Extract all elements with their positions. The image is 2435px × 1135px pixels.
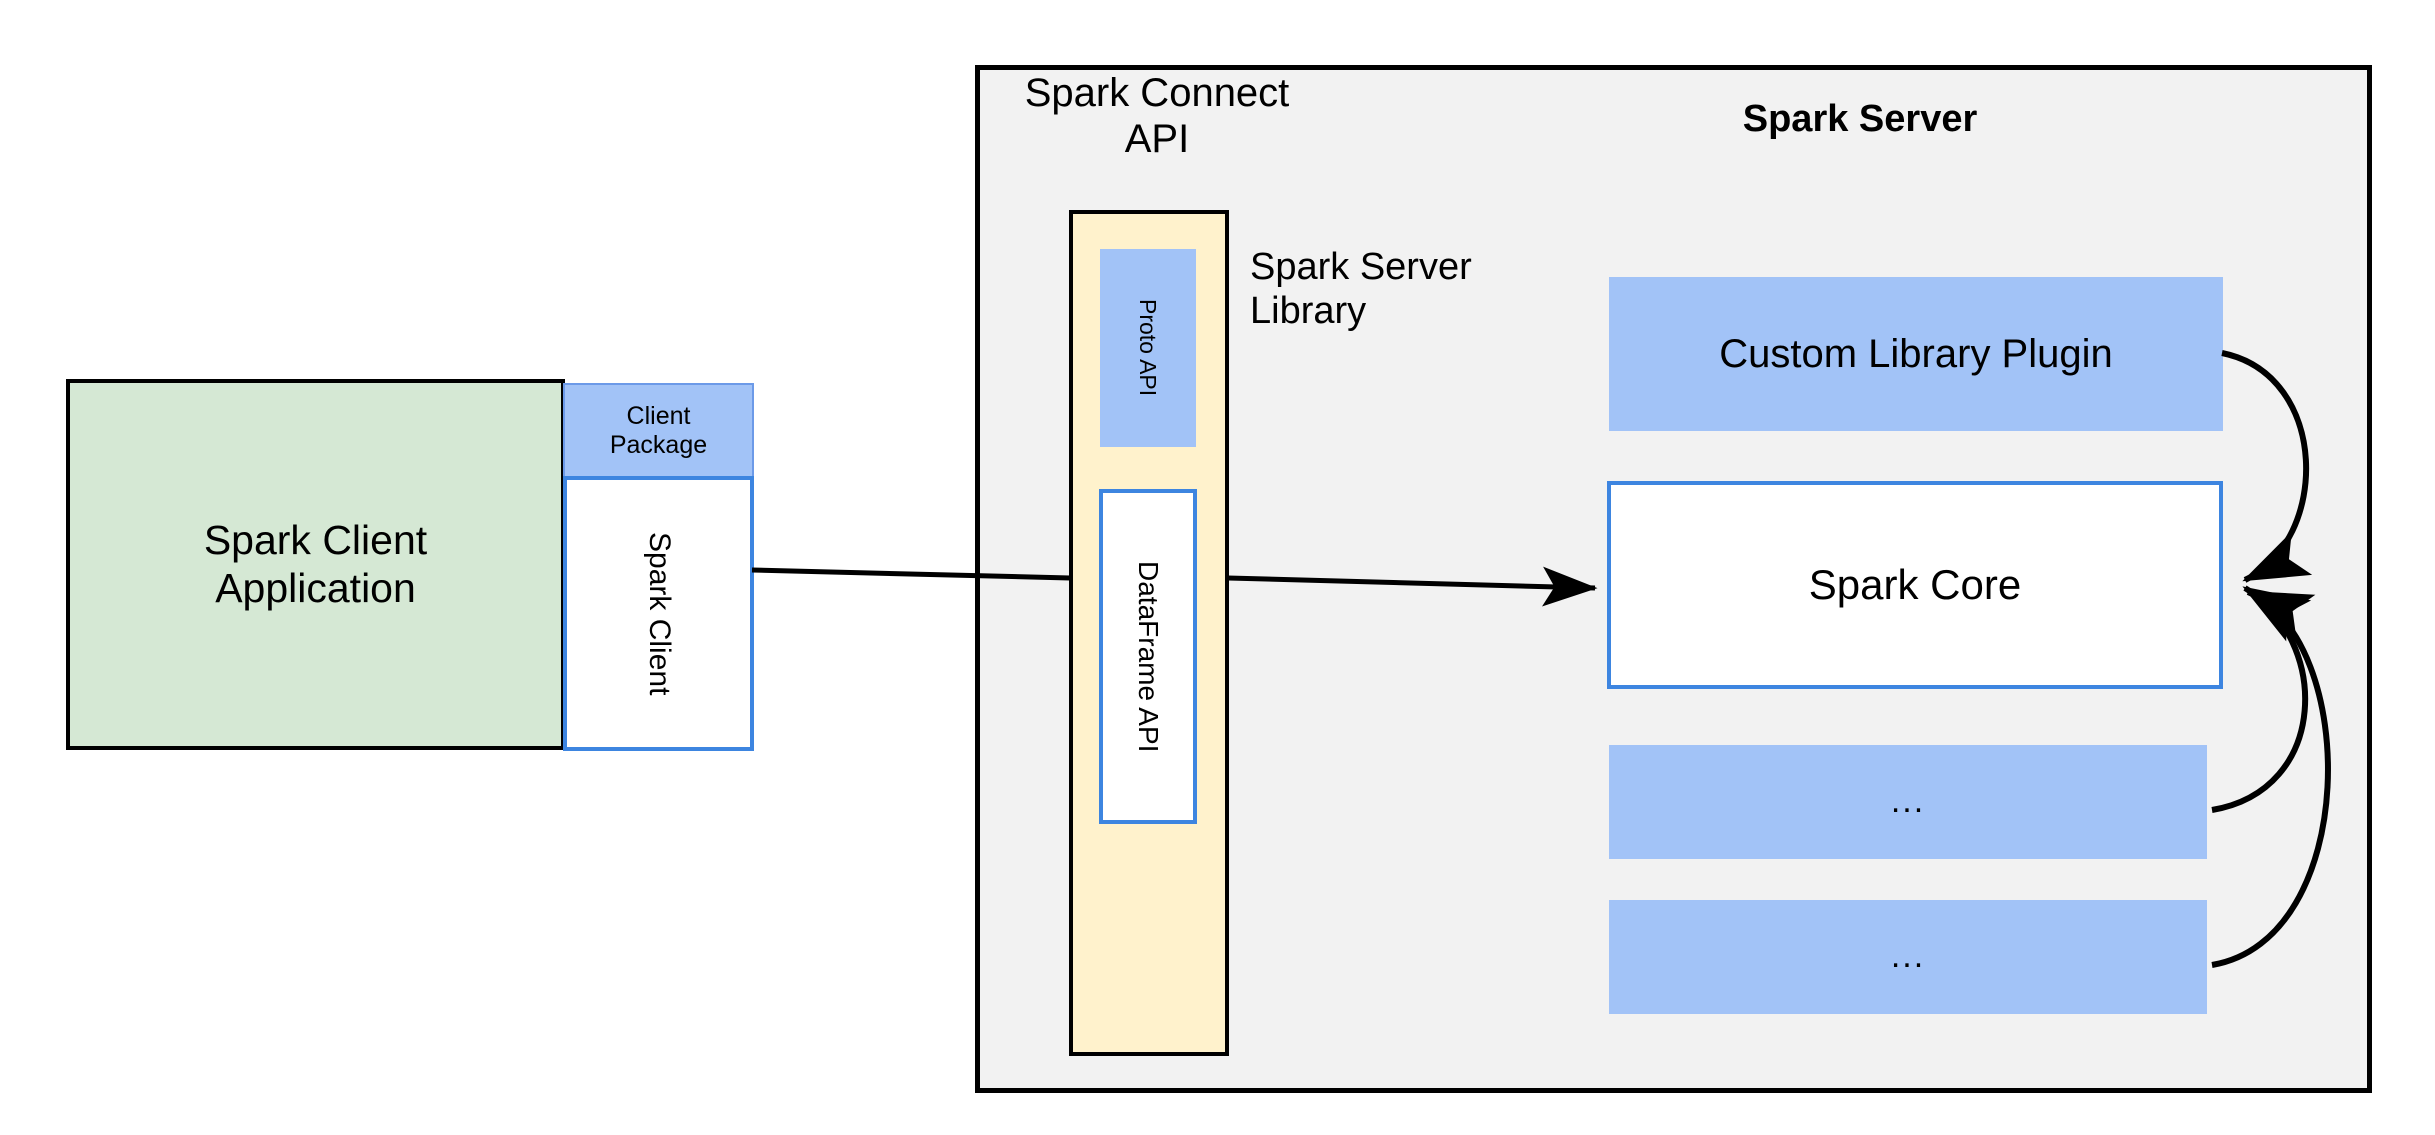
ellipsis-box-two: ...	[1609, 900, 2207, 1014]
spark-client-label: Spark Client	[642, 531, 676, 696]
client-package-line-1: Client	[626, 401, 691, 430]
client-package-box: Client Package	[563, 383, 754, 478]
spark-core-box: Spark Core	[1607, 481, 2223, 689]
client-application-line-1: Spark Client	[203, 517, 428, 564]
spark-connect-api-label: Spark Connect API	[1012, 70, 1302, 165]
spark-server-library-line-2: Library	[1250, 290, 1367, 332]
spark-connect-api-line-2: API	[1124, 117, 1190, 161]
client-application-line-2: Application	[215, 564, 416, 611]
custom-library-plugin-box: Custom Library Plugin	[1609, 277, 2223, 431]
spark-server-title: Spark Server	[1742, 98, 1978, 141]
proto-api-label: Proto API	[1135, 299, 1162, 397]
proto-api-box: Proto API	[1100, 249, 1196, 447]
dataframe-api-box: DataFrame API	[1099, 489, 1197, 824]
spark-client-application-box: Spark Client Application	[66, 379, 565, 750]
spark-client-box: Spark Client	[563, 476, 754, 751]
spark-connect-api-line-1: Spark Connect	[1024, 71, 1290, 115]
client-package-line-2: Package	[609, 430, 708, 459]
spark-server-library-label: Spark Server Library	[1250, 240, 1520, 340]
spark-server-library-line-1: Spark Server	[1250, 246, 1472, 289]
ellipsis-box-one: ...	[1609, 745, 2207, 859]
dataframe-api-label: DataFrame API	[1133, 560, 1165, 753]
